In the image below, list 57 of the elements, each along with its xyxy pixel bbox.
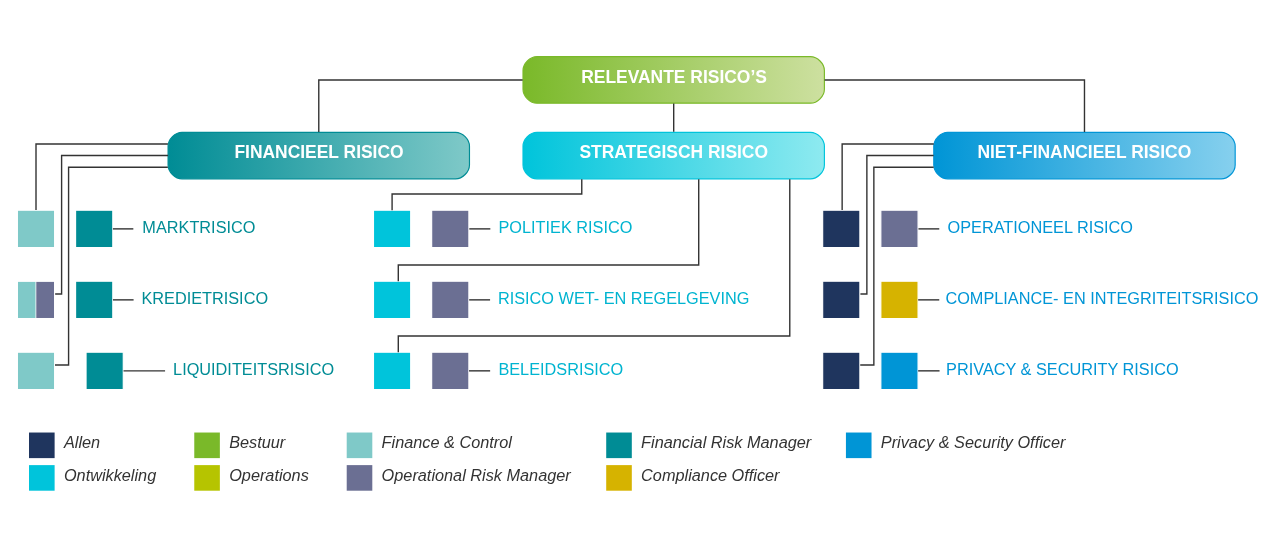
legend-label: Bestuur xyxy=(229,432,286,451)
node-box xyxy=(85,351,124,390)
node-box xyxy=(431,280,470,319)
legend-label: Finance & Control xyxy=(381,432,512,451)
connector xyxy=(917,298,940,301)
node-box xyxy=(431,209,470,248)
node-text: POLITIEK RISICO xyxy=(498,217,633,236)
node-box xyxy=(16,351,56,390)
node-box xyxy=(431,351,470,390)
connector xyxy=(468,369,491,372)
connector xyxy=(468,298,491,301)
node-text: LIQUIDITEITSRISICO xyxy=(173,359,335,378)
connector xyxy=(859,154,935,295)
node-text: RISICO WET- EN REGELGEVING xyxy=(497,288,750,307)
connector xyxy=(468,227,492,230)
node-box xyxy=(880,280,919,319)
node-box: NIET-FINANCIEEL RISICO xyxy=(933,131,1236,179)
node-box xyxy=(75,280,114,319)
node-box xyxy=(16,209,56,248)
node-box xyxy=(880,209,919,248)
node-box xyxy=(822,209,861,248)
node-box xyxy=(372,351,412,390)
connector xyxy=(673,102,675,132)
node-box xyxy=(822,280,861,319)
connector xyxy=(917,369,941,372)
node-text: COMPLIANCE- EN INTEGRITEITSRISICO xyxy=(945,288,1259,307)
connector xyxy=(859,166,935,366)
node-box xyxy=(372,209,412,248)
legend-label: Allen xyxy=(63,432,101,451)
node-box xyxy=(75,209,114,248)
node-text: PRIVACY & SECURITY RISICO xyxy=(946,359,1179,378)
connector xyxy=(318,78,524,133)
legend-label: Compliance Officer xyxy=(641,465,780,484)
legend-label: Operational Risk Manager xyxy=(381,465,571,484)
connector xyxy=(35,142,169,211)
node-box xyxy=(880,351,919,390)
connector xyxy=(823,78,1086,133)
connector xyxy=(112,298,135,301)
legend-label: Operations xyxy=(229,465,309,484)
legend-label: Financial Risk Manager xyxy=(641,432,812,451)
node-box: STRATEGISCH RISICO xyxy=(522,131,825,179)
node-text: MARKTRISICO xyxy=(142,217,256,236)
node-box: RELEVANTE RISICO’S xyxy=(522,55,825,104)
connector xyxy=(917,227,940,230)
legend-label: Privacy & Security Officer xyxy=(880,432,1066,451)
connector xyxy=(112,227,135,230)
node-text: BELEIDSRISICO xyxy=(498,359,624,378)
node-box xyxy=(372,280,412,319)
connector xyxy=(54,166,169,366)
node-text: OPERATIONEEL RISICO xyxy=(947,217,1133,236)
node-box xyxy=(822,351,861,390)
connector xyxy=(122,369,166,372)
legend-label: Ontwikkeling xyxy=(63,465,157,484)
connector xyxy=(54,154,169,295)
node-box: FINANCIEEL RISICO xyxy=(167,131,471,179)
connector xyxy=(841,142,935,211)
node-text: KREDIETRISICO xyxy=(141,288,269,307)
